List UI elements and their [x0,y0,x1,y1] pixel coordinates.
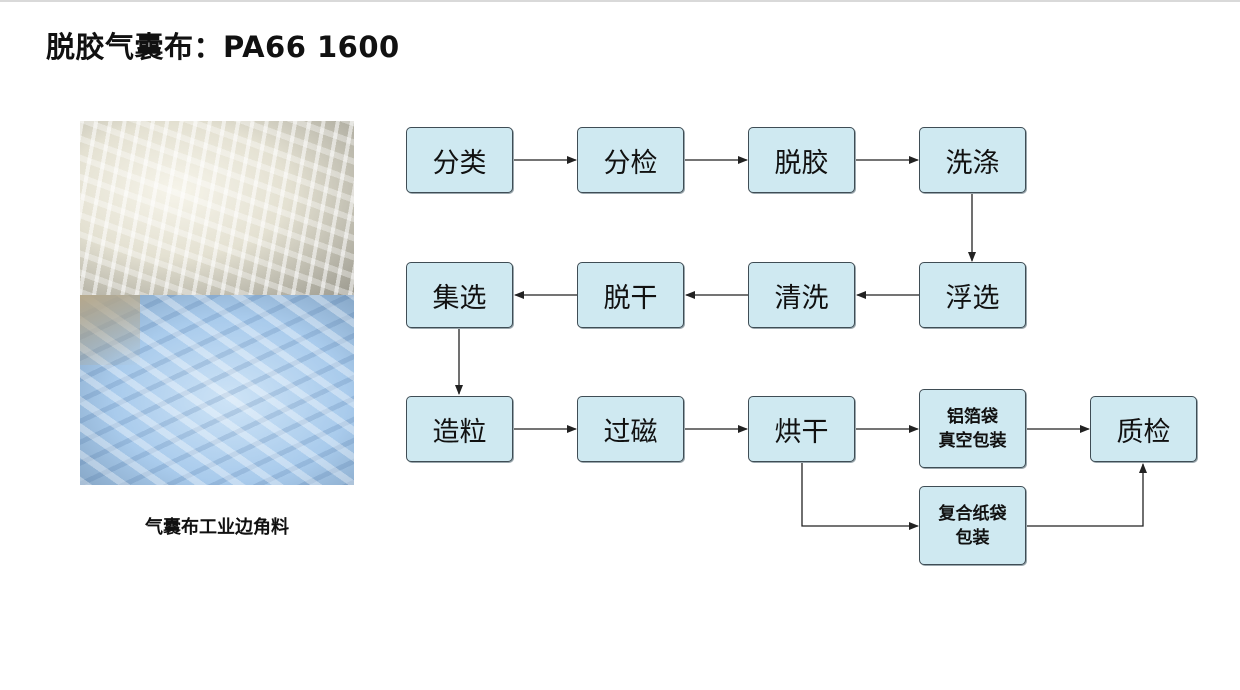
step-classify: 分类 [406,127,513,193]
airbag-scrap-photo [80,295,354,485]
step-rinse: 清洗 [748,262,855,328]
top-divider [0,0,1240,2]
step-paper-bag-pack: 复合纸袋 包装 [919,486,1026,565]
page-title: 脱胶气囊布：PA66 1600 [46,30,400,64]
step-float: 浮选 [919,262,1026,328]
step-wash: 洗涤 [919,127,1026,193]
photo-caption: 气囊布工业边角料 [145,517,289,538]
arrow-dry-paper [801,462,919,530]
step-foil-vacuum-pack: 铝箔袋 真空包装 [919,389,1026,468]
degummed-fabric-photo [80,121,354,295]
step-pelletize: 造粒 [406,396,513,462]
step-qc: 质检 [1090,396,1197,462]
foil-label-line1: 铝箔袋 [947,406,998,427]
step-degum: 脱胶 [748,127,855,193]
arrow-paper-qc [1026,463,1147,527]
paper-label-line2: 包装 [955,527,990,548]
foil-label-line2: 真空包装 [938,430,1007,451]
step-magnet: 过磁 [577,396,684,462]
step-collect: 集选 [406,262,513,328]
step-inspect: 分检 [577,127,684,193]
step-dry: 烘干 [748,396,855,462]
step-dehydrate: 脱干 [577,262,684,328]
paper-label-line1: 复合纸袋 [938,503,1007,524]
